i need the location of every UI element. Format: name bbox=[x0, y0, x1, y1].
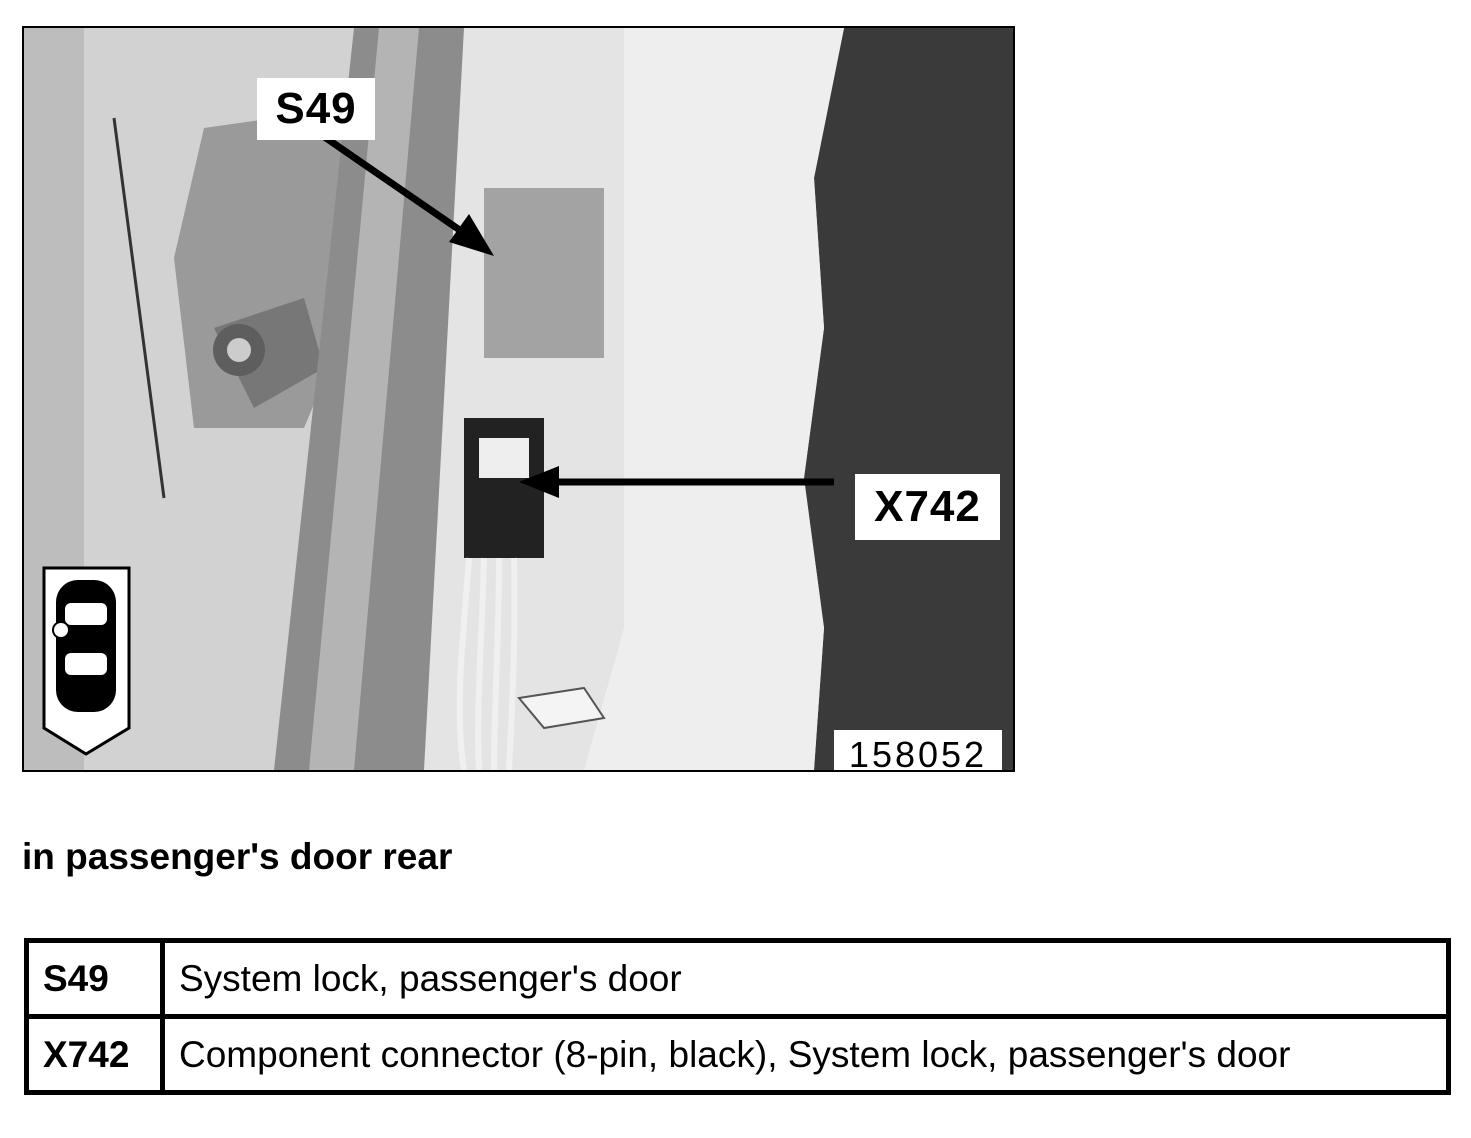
legend-code: S49 bbox=[24, 938, 165, 1019]
callout-x742: X742 bbox=[855, 474, 1000, 540]
legend-description: Component connector (8-pin, black), Syst… bbox=[160, 1014, 1451, 1095]
door-interior-illustration bbox=[24, 28, 1013, 770]
location-caption: in passenger's door rear bbox=[22, 836, 453, 877]
legend-row: X742 Component connector (8-pin, black),… bbox=[24, 1014, 1451, 1095]
callout-s49: S49 bbox=[257, 78, 375, 140]
legend-code: X742 bbox=[24, 1014, 165, 1095]
component-legend-table: S49 System lock, passenger's door X742 C… bbox=[24, 938, 1451, 1095]
image-number: 158052 bbox=[834, 730, 1002, 770]
legend-description: System lock, passenger's door bbox=[160, 938, 1451, 1019]
legend-row: S49 System lock, passenger's door bbox=[24, 938, 1451, 1019]
component-location-photo: S49 X742 158052 bbox=[22, 26, 1015, 772]
car-top-view-rear-right-door-icon bbox=[42, 566, 131, 756]
